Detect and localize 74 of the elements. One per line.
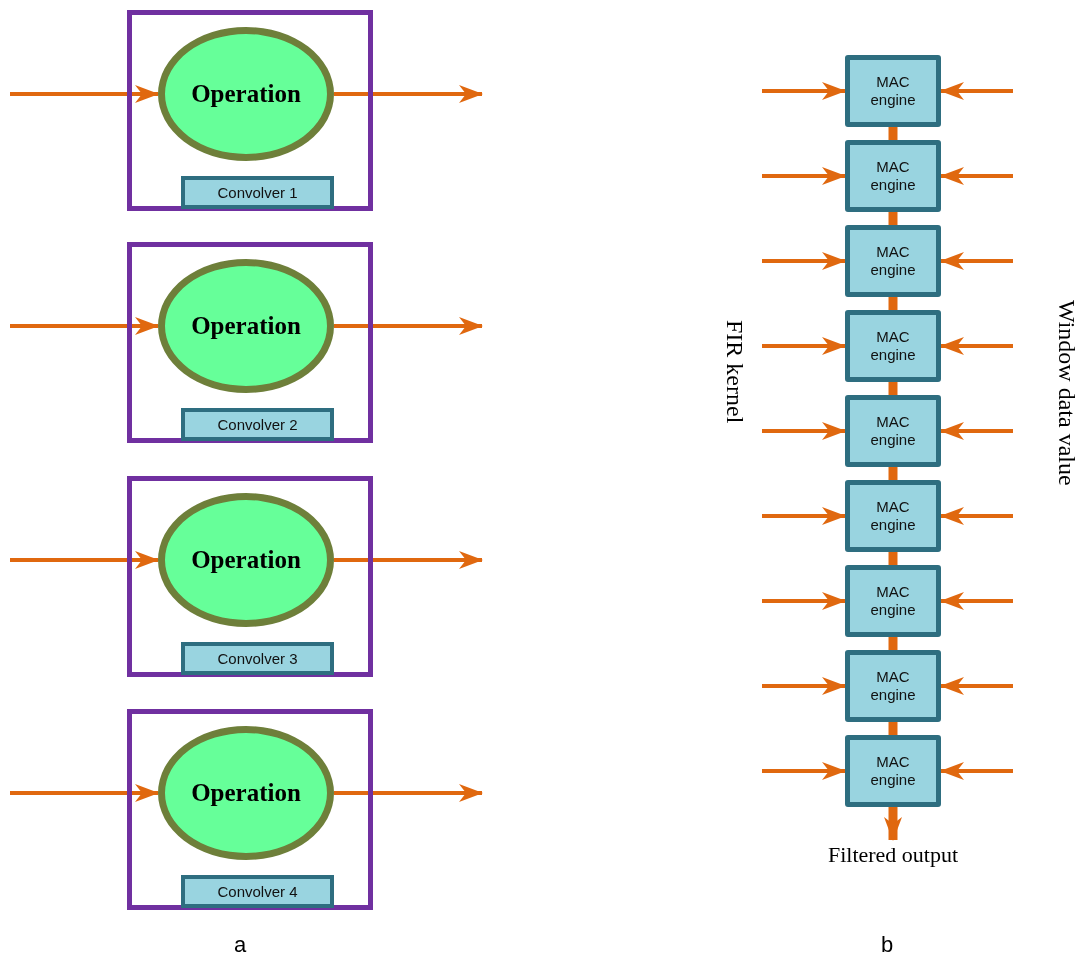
mac-engine-box: [845, 395, 941, 467]
arrow: [762, 82, 846, 100]
node-text: MAC engine: [869, 498, 917, 534]
connector-line: [888, 467, 898, 480]
mac-engine-box: [845, 225, 941, 297]
convolver-box: [181, 176, 334, 209]
node-text: Convolver 2: [217, 416, 298, 433]
arrow: [940, 762, 1013, 780]
arrow: [940, 677, 1013, 695]
panel-label: b: [881, 932, 894, 958]
node-text: Convolver 4: [217, 883, 298, 900]
arrow: [762, 507, 846, 525]
mac-engine-box: [845, 650, 941, 722]
node-text: Operation: [191, 779, 301, 807]
arrow: [884, 807, 902, 841]
mac-engine-box: [845, 55, 941, 127]
arrow: [762, 252, 846, 270]
arrow: [940, 507, 1013, 525]
arrow: [762, 677, 846, 695]
arrow: [940, 592, 1013, 610]
connector-line: [888, 637, 898, 650]
node-text: MAC engine: [869, 668, 917, 704]
node-text: Filtered output: [827, 842, 959, 868]
node-text: Operation: [191, 80, 301, 108]
mac-engine-box: [845, 480, 941, 552]
container-box: [127, 10, 373, 211]
arrow: [940, 252, 1013, 270]
connector-line: [888, 722, 898, 735]
arrow: [334, 551, 483, 569]
arrow: [762, 422, 846, 440]
arrow: [940, 82, 1013, 100]
arrow: [940, 422, 1013, 440]
arrow: [10, 551, 159, 569]
arrow: [334, 317, 483, 335]
convolver-box: [181, 408, 334, 441]
arrow: [10, 784, 159, 802]
container-box: [127, 709, 373, 910]
node-text: MAC engine: [869, 328, 917, 364]
mac-engine-box: [845, 140, 941, 212]
connector-line: [888, 212, 898, 225]
connector-line: [888, 127, 898, 140]
convolver-box: [181, 642, 334, 675]
node-text: Operation: [191, 546, 301, 574]
arrow: [10, 85, 159, 103]
arrow: [334, 784, 483, 802]
container-box: [127, 476, 373, 677]
convolver-box: [181, 875, 334, 908]
node-text: MAC engine: [869, 243, 917, 279]
node-text: MAC engine: [869, 158, 917, 194]
mac-engine-box: [845, 310, 941, 382]
panel-label: a: [234, 932, 247, 958]
node-text: Convolver 3: [217, 650, 298, 667]
arrow: [762, 592, 846, 610]
node-text: MAC engine: [869, 753, 917, 789]
arrow: [762, 167, 846, 185]
mac-engine-box: [845, 735, 941, 807]
connector-line: [888, 552, 898, 565]
arrow: [10, 317, 159, 335]
node-text: MAC engine: [869, 583, 917, 619]
arrow: [334, 85, 483, 103]
connector-line: [888, 382, 898, 395]
connector-line: [888, 297, 898, 310]
arrow: [762, 762, 846, 780]
mac-engine-box: [845, 565, 941, 637]
container-box: [127, 242, 373, 443]
arrow: [940, 337, 1013, 355]
axis-label: FIR kernel: [721, 320, 748, 424]
node-text: MAC engine: [869, 413, 917, 449]
axis-label: Window data value: [1053, 300, 1080, 486]
arrow: [940, 167, 1013, 185]
node-text: MAC engine: [869, 73, 917, 109]
node-text: Operation: [191, 312, 301, 340]
node-text: Convolver 1: [217, 184, 298, 201]
arrow: [762, 337, 846, 355]
